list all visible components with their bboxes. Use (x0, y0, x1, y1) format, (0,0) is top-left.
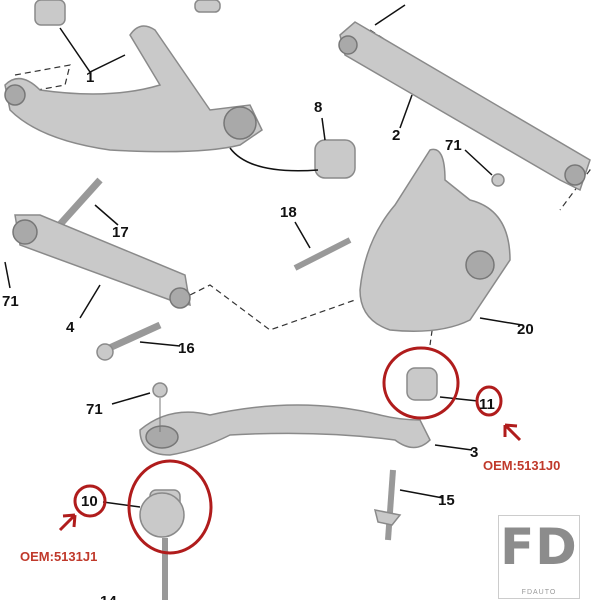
callout-14: 14 (100, 593, 117, 600)
assembly-line (189, 284, 356, 331)
callout-18: 18 (280, 204, 297, 221)
oem-label-part-10: OEM:5131J1 (20, 549, 97, 564)
callout-16: 16 (178, 340, 195, 357)
callout-17: 17 (112, 224, 129, 241)
callout-4: 4 (66, 319, 75, 336)
highlight-ring-10 (127, 459, 213, 555)
fdauto-logo: FD FDAUTO (498, 515, 580, 599)
oem-label-part-11: OEM:5131J0 (483, 458, 560, 473)
highlight-ring-11 (382, 346, 460, 420)
logo-name: FDAUTO (521, 589, 557, 596)
callout-1: 1 (86, 69, 94, 86)
bolt-15 (373, 469, 402, 541)
leader-lines (4, 27, 523, 508)
callout-71: 71 (86, 401, 103, 418)
highlight-ring-label-10 (73, 484, 107, 518)
arrow-icon (503, 423, 522, 442)
wheel-knuckle-20 (359, 148, 511, 332)
toe-link-4 (12, 177, 191, 361)
link-arm-2 (338, 4, 591, 192)
bushing-8 (229, 139, 356, 179)
callout-11: 11 (479, 396, 495, 413)
bolt-18 (293, 237, 352, 271)
callout-10: 10 (81, 493, 98, 510)
highlight-ring-label-11 (475, 385, 503, 417)
assembly-line (369, 29, 591, 211)
logo-mark: FD (500, 518, 578, 576)
callout-8: 8 (314, 99, 322, 116)
bushing-10 (139, 489, 185, 600)
callout-2: 2 (392, 127, 400, 144)
callout-3: 3 (470, 444, 478, 461)
callout-71: 71 (2, 293, 19, 310)
bushing-11 (406, 367, 438, 401)
upper-control-arm (4, 0, 263, 153)
callout-15: 15 (438, 492, 455, 509)
arrow-icon (58, 513, 77, 532)
callout-20: 20 (517, 321, 534, 338)
lower-control-arm-3 (139, 382, 431, 456)
callout-71: 71 (445, 137, 462, 154)
highlight-marks (58, 346, 522, 555)
